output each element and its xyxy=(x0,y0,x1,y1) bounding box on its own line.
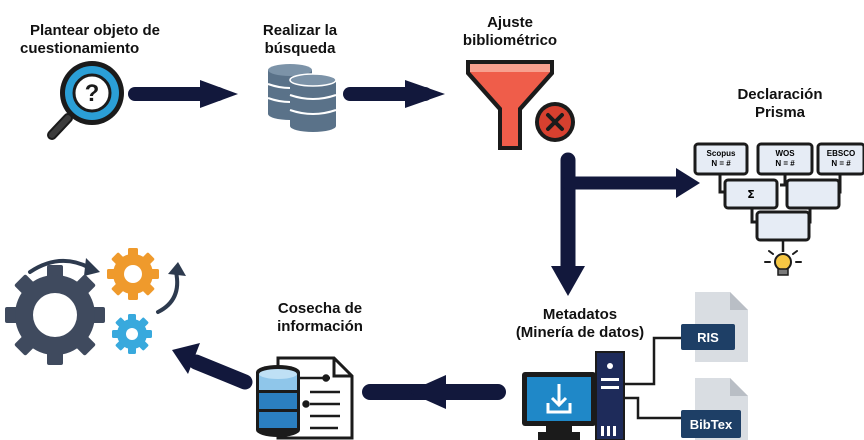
prisma-box-scopus-count: N = # xyxy=(711,159,731,168)
step-label-cosecha-line2: información xyxy=(277,318,363,335)
step-label-metadatos: Metadatos (Minería de datos) xyxy=(495,306,665,342)
flowchart-icon: Scopus N = # WOS N = # EBSCO N = # Σ xyxy=(693,142,864,276)
filter-remove-icon xyxy=(466,60,575,150)
step-label-cosecha-line1: Cosecha de xyxy=(277,300,363,317)
arrow-busqueda-to-ajuste xyxy=(343,80,445,108)
prisma-box-scopus-name: Scopus xyxy=(707,149,736,158)
prisma-box-wos: WOS N = # xyxy=(756,142,814,176)
prisma-box-sum: Σ xyxy=(723,178,779,210)
gear-dark xyxy=(5,265,105,365)
database-front xyxy=(289,73,337,132)
prisma-box-ebsco-count: N = # xyxy=(831,159,851,168)
gears-icon xyxy=(5,248,186,365)
file-bibtex-label: BibTex xyxy=(690,417,733,432)
arrow-metadatos-to-cosecha xyxy=(362,375,506,409)
arrow-branch-to-prisma xyxy=(561,168,700,198)
question-magnifier-icon: ? xyxy=(47,61,124,140)
prisma-box-scopus: Scopus N = # xyxy=(693,142,749,176)
step-label-prisma: Declaración Prisma xyxy=(715,86,845,122)
curved-arrow-top xyxy=(28,258,92,274)
document-lines xyxy=(300,374,340,430)
prisma-box-right xyxy=(785,178,841,210)
step-label-metadatos-line2: (Minería de datos) xyxy=(515,324,645,341)
file-ris-label: RIS xyxy=(697,330,719,345)
step-label-busqueda: Realizar la búsqueda xyxy=(240,22,360,58)
database-icon xyxy=(267,64,337,132)
arrow-cosecha-to-gears xyxy=(172,343,253,390)
computer-monitor xyxy=(522,372,596,440)
step-label-cosecha: Cosecha de información xyxy=(255,300,385,336)
step-label-plantear-line1: Plantear objeto de xyxy=(29,22,161,39)
document-database-icon xyxy=(256,356,354,440)
bulb-icon xyxy=(764,240,802,276)
flow-arrows xyxy=(128,80,700,409)
step-label-busqueda-line1: Realizar la xyxy=(262,22,338,39)
step-label-plantear: Plantear objeto de cuestionamiento xyxy=(10,22,180,58)
file-bibtex-icon: BibTex xyxy=(681,378,748,440)
file-ris-icon: RIS xyxy=(681,292,748,362)
document-database xyxy=(256,365,300,437)
step-label-plantear-line2: cuestionamiento xyxy=(20,40,140,57)
prisma-box-ebsco-name: EBSCO xyxy=(827,149,855,158)
prisma-box-sum-symbol: Σ xyxy=(747,188,755,201)
gear-orange xyxy=(107,248,159,300)
prisma-box-wos-count: N = # xyxy=(775,159,795,168)
curved-arrow-right xyxy=(156,270,180,314)
step-label-busqueda-line2: búsqueda xyxy=(264,40,336,57)
prisma-box-result xyxy=(755,210,811,242)
step-label-ajuste-line1: Ajuste xyxy=(487,14,533,31)
step-label-ajuste: Ajuste bibliométrico xyxy=(450,14,570,50)
gear-blue xyxy=(112,314,152,354)
file-connectors xyxy=(624,336,690,420)
svg-text:?: ? xyxy=(85,80,100,107)
computer-tower xyxy=(595,351,625,440)
computer-download-icon xyxy=(522,336,690,440)
prisma-box-ebsco: EBSCO N = # xyxy=(816,142,864,176)
step-label-prisma-line2: Prisma xyxy=(754,104,806,121)
step-label-metadatos-line1: Metadatos xyxy=(542,306,618,323)
prisma-box-wos-name: WOS xyxy=(775,149,795,158)
arrow-plantear-to-busqueda xyxy=(128,80,238,108)
step-label-prisma-line1: Declaración xyxy=(737,86,823,103)
step-label-ajuste-line2: bibliométrico xyxy=(462,32,558,49)
